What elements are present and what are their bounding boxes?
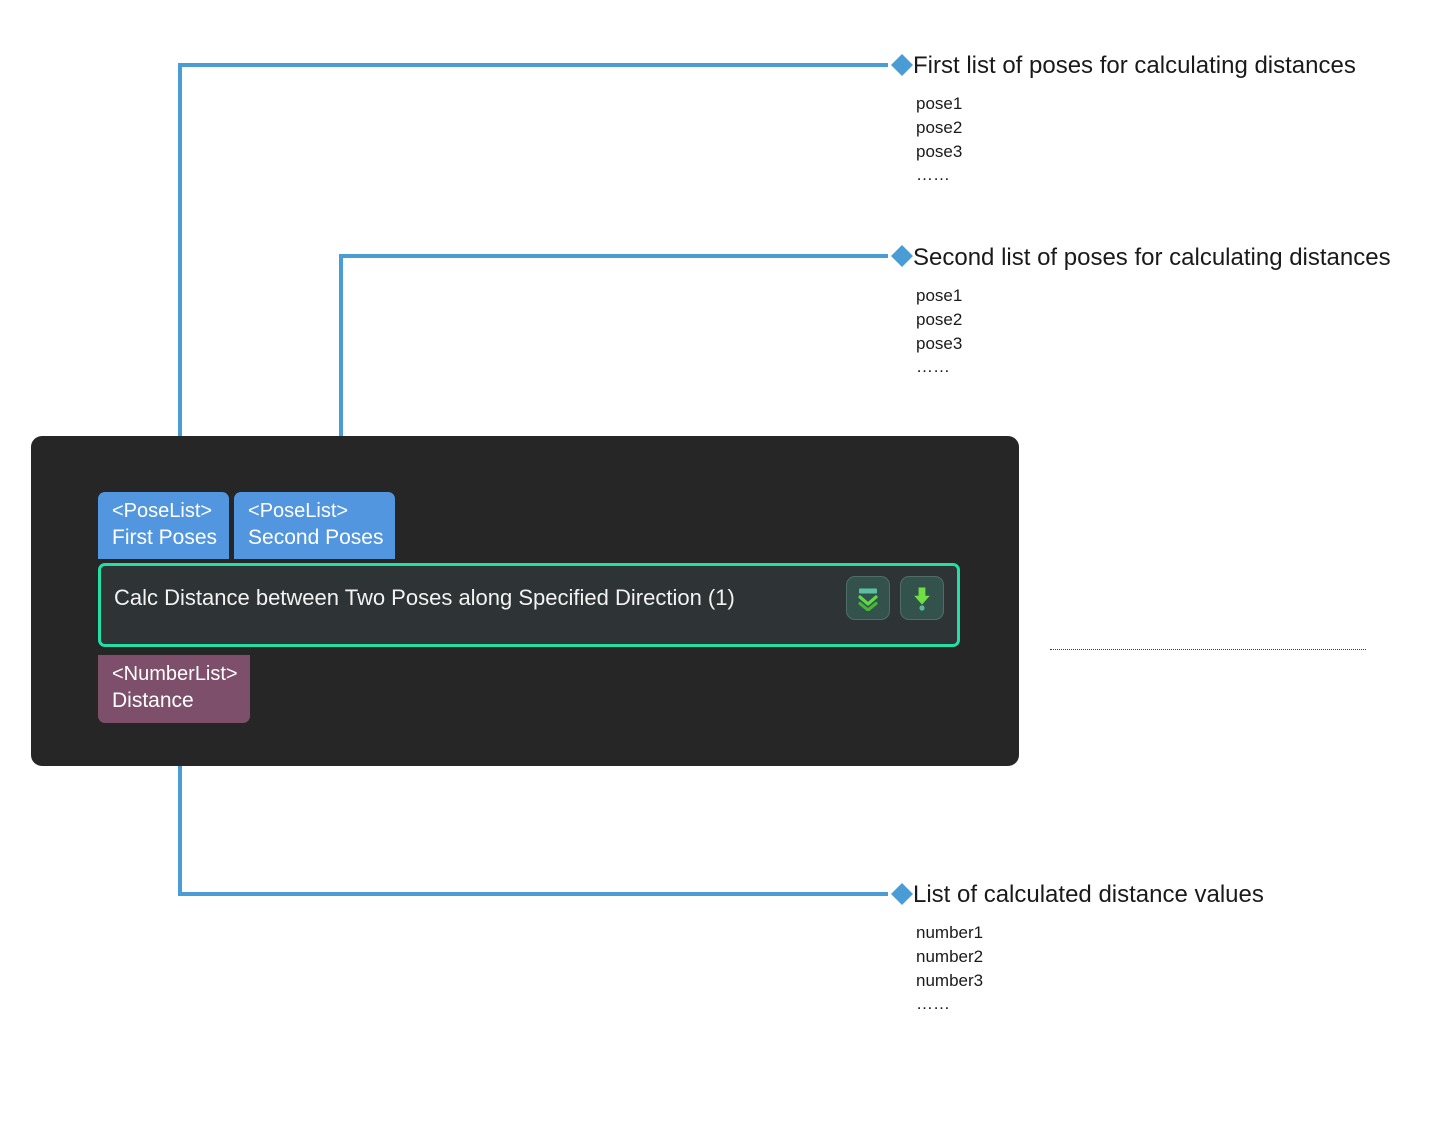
output-port-distance[interactable]: <NumberList> Distance bbox=[98, 655, 250, 724]
list-item: …… bbox=[916, 357, 950, 377]
list-item: pose3 bbox=[916, 333, 963, 353]
annotation-item-list: pose1 pose2 pose3 …… bbox=[916, 92, 1356, 187]
output-port-label: Distance bbox=[112, 688, 194, 712]
list-item: pose1 bbox=[916, 286, 963, 306]
dotted-divider bbox=[1050, 649, 1366, 650]
input-port-first-poses[interactable]: <PoseList> First Poses bbox=[98, 492, 230, 560]
list-item: pose2 bbox=[916, 310, 963, 330]
input-port-second-poses[interactable]: <PoseList> Second Poses bbox=[234, 492, 396, 560]
connector-endpoint-diamond bbox=[891, 883, 913, 905]
annotation-second-poses: Second list of poses for calculating dis… bbox=[913, 244, 1391, 379]
collapse-double-chevron-down-icon bbox=[858, 588, 878, 611]
input-port-label: Second Poses bbox=[248, 525, 384, 549]
annotation-title: First list of poses for calculating dist… bbox=[913, 52, 1356, 79]
annotation-first-poses: First list of poses for calculating dist… bbox=[913, 52, 1356, 187]
list-item: number2 bbox=[916, 947, 984, 967]
input-port-row: <PoseList> First Poses <PoseList> Second… bbox=[98, 492, 396, 560]
annotation-title: List of calculated distance values bbox=[913, 881, 1264, 908]
node-action-buttons bbox=[846, 576, 944, 620]
annotation-title: Second list of poses for calculating dis… bbox=[913, 244, 1391, 271]
node-title: Calc Distance between Two Poses along Sp… bbox=[114, 585, 735, 610]
list-item: …… bbox=[916, 165, 950, 185]
annotation-distance-output: List of calculated distance values numbe… bbox=[913, 881, 1264, 1016]
node-title-bar[interactable]: Calc Distance between Two Poses along Sp… bbox=[98, 563, 960, 647]
list-item: number3 bbox=[916, 970, 984, 990]
collapse-double-chevron-down-button[interactable] bbox=[846, 576, 890, 620]
list-item: …… bbox=[916, 994, 950, 1014]
list-item: pose2 bbox=[916, 118, 963, 138]
annotation-item-list: number1 number2 number3 …… bbox=[916, 921, 1264, 1016]
list-item: number1 bbox=[916, 923, 984, 943]
output-port-type: <NumberList> bbox=[112, 663, 238, 685]
connector-endpoint-diamond bbox=[891, 54, 913, 76]
input-port-label: First Poses bbox=[112, 525, 218, 549]
annotation-item-list: pose1 pose2 pose3 …… bbox=[916, 284, 1391, 379]
connector-first-poses bbox=[170, 54, 913, 479]
arrow-down-exclamation-button[interactable] bbox=[900, 576, 944, 620]
node-panel[interactable]: <PoseList> First Poses <PoseList> Second… bbox=[31, 436, 1019, 766]
connector-endpoint-diamond bbox=[891, 245, 913, 267]
input-port-type: <PoseList> bbox=[248, 500, 349, 522]
arrow-down-exclamation-icon bbox=[914, 587, 930, 611]
list-item: pose1 bbox=[916, 94, 963, 114]
input-port-type: <PoseList> bbox=[112, 500, 213, 522]
list-item: pose3 bbox=[916, 141, 963, 161]
